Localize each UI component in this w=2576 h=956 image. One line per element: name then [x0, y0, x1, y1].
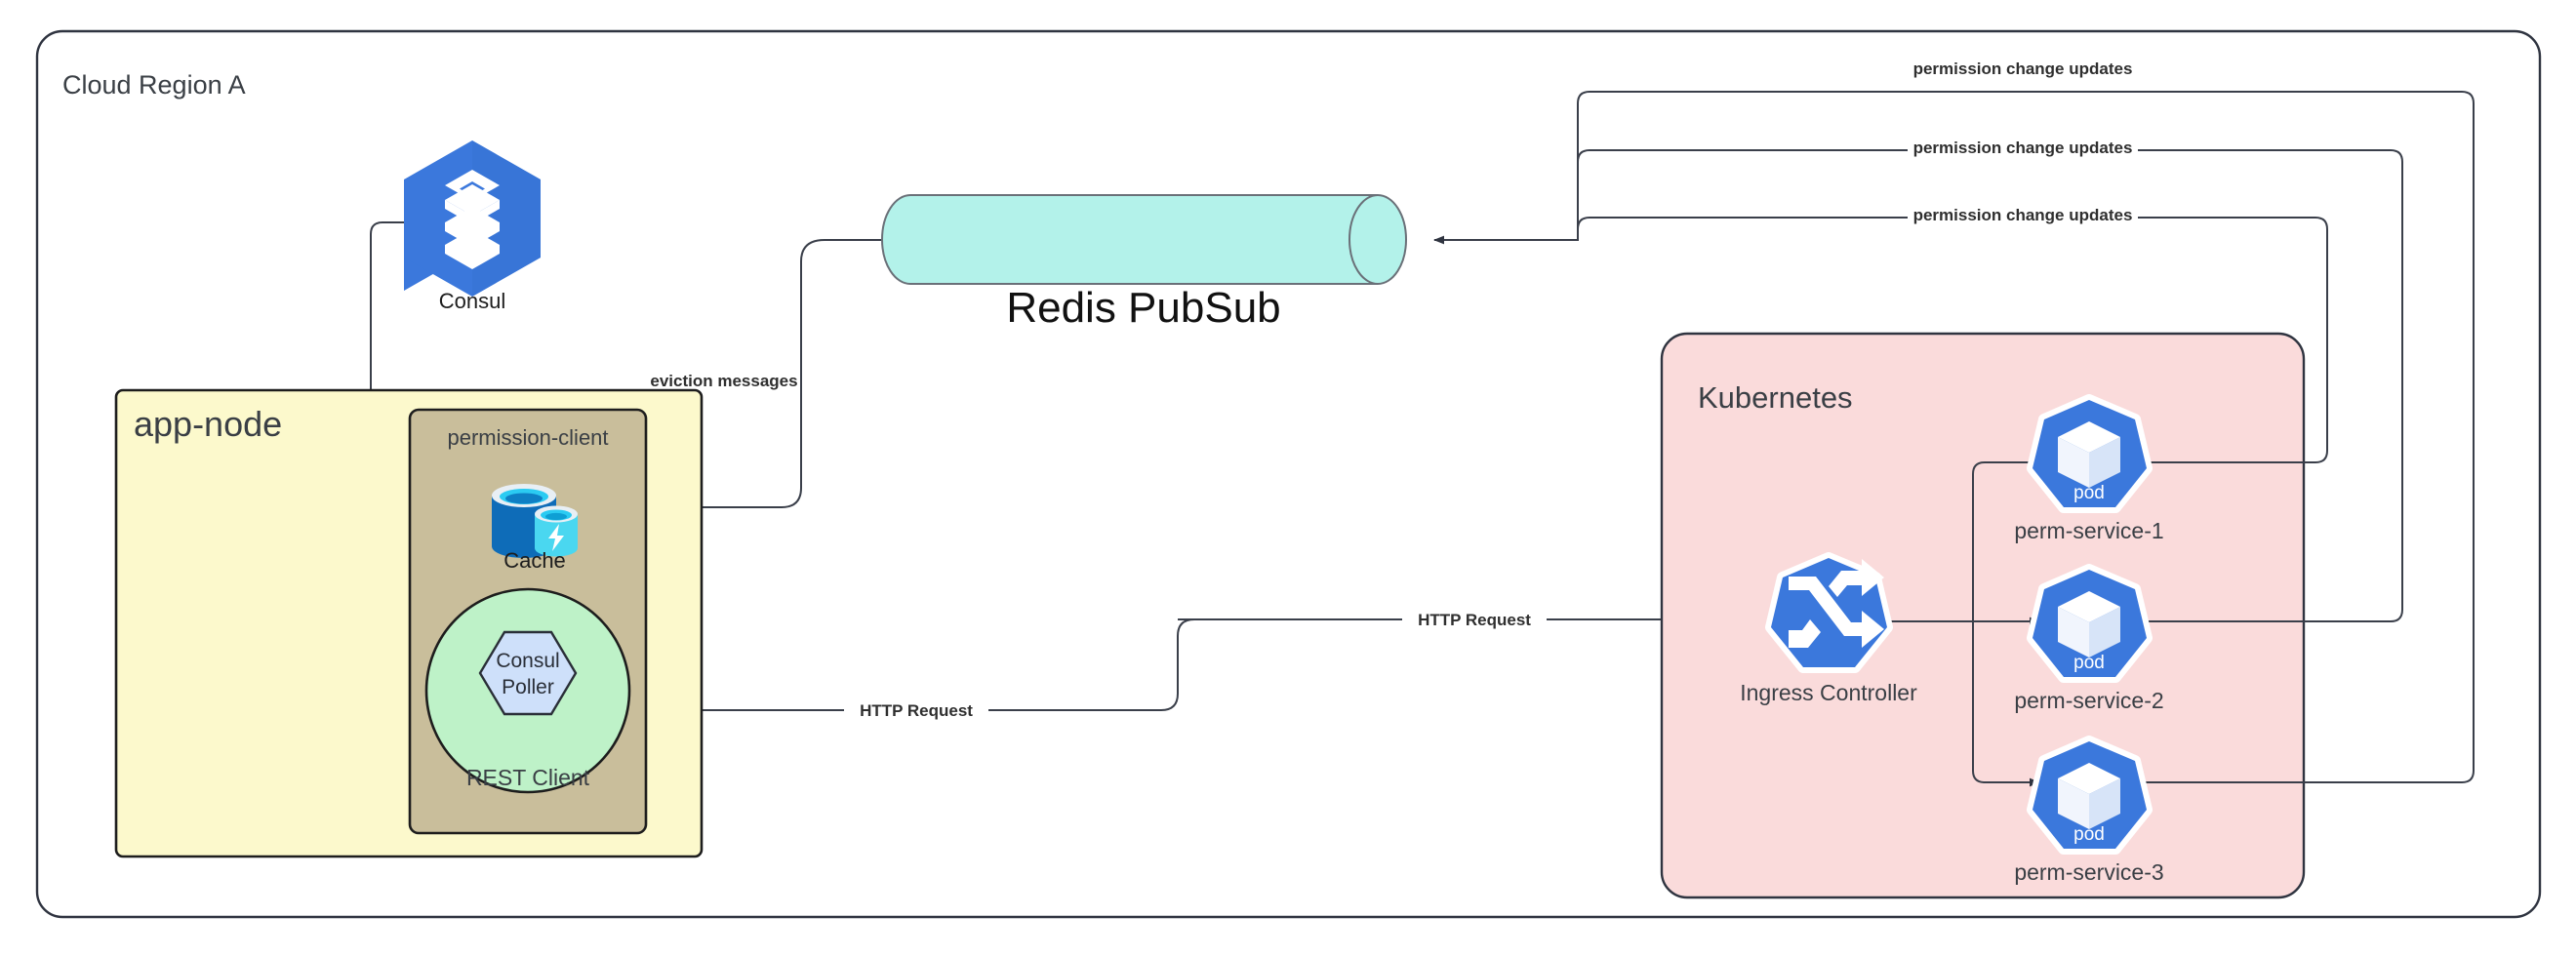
node-pod-perm-service-3[interactable]: pod perm-service-3 — [2014, 736, 2164, 885]
pod-label-perm-service-1: perm-service-1 — [2014, 518, 2163, 543]
kubernetes-pod-icon — [2027, 564, 2153, 683]
node-consul[interactable]: Consul — [404, 140, 541, 313]
node-ingress-controller[interactable]: Ingress Controller — [1740, 552, 1917, 705]
consul-poller-label-line2: Poller — [502, 676, 554, 698]
permission-client-title: permission-client — [447, 425, 608, 450]
edge-pod1-to-redis: permission change updates — [1433, 204, 2328, 463]
consul-hexagon-icon — [404, 140, 541, 297]
edge-redis-to-cache: eviction messages — [575, 239, 882, 512]
node-redis-pubsub[interactable]: Redis PubSub — [881, 194, 1407, 332]
cache-label: Cache — [503, 548, 566, 573]
edge-rest-client-to-ingress-lower: HTTP Request — [656, 618, 1417, 721]
edge-label-permission-change-updates-1: permission change updates — [1913, 60, 2133, 78]
edge-ingress-to-pods — [1881, 458, 2040, 787]
edge-label-http-request-upper: HTTP Request — [1418, 611, 1531, 629]
cloud-region-border — [35, 29, 2542, 919]
pod-badge-3: pod — [2073, 824, 2105, 845]
pod-badge-2: pod — [2073, 653, 2105, 673]
kubernetes-pod-icon — [2027, 394, 2153, 513]
consul-poller-hexagon-icon — [478, 630, 578, 716]
ingress-controller-icon — [1765, 552, 1893, 673]
ingress-controller-label: Ingress Controller — [1740, 680, 1917, 705]
kubernetes-pod-icon — [2027, 736, 2153, 855]
node-pod-perm-service-2[interactable]: pod perm-service-2 — [2014, 564, 2164, 713]
consul-poller-label-line1: Consul — [496, 650, 559, 672]
edge-label-eviction-messages: eviction messages — [650, 372, 797, 390]
region-kubernetes: Kubernetes — [1660, 332, 2306, 899]
edge-http-request-to-ingress: HTTP Request — [1178, 609, 1778, 630]
rest-client-label: REST Client — [466, 765, 590, 790]
redis-pubsub-label: Redis PubSub — [1006, 284, 1280, 332]
kubernetes-border — [1660, 332, 2306, 899]
pod-label-perm-service-3: perm-service-3 — [2014, 859, 2163, 885]
pod-badge-1: pod — [2073, 483, 2105, 503]
edge-label-permission-change-updates-2: permission change updates — [1913, 139, 2133, 157]
region-cloud-region-a: Cloud Region A — [35, 29, 2542, 919]
edge-label-permission-change-updates-3: permission change updates — [1913, 206, 2133, 224]
redis-cylinder-icon — [881, 194, 1407, 285]
pod-label-perm-service-2: perm-service-2 — [2014, 688, 2163, 713]
edge-pod2-to-redis: permission change updates — [1577, 137, 2403, 622]
cloud-region-title: Cloud Region A — [62, 70, 246, 100]
node-pod-perm-service-1[interactable]: pod perm-service-1 — [2014, 394, 2164, 543]
node-cache[interactable]: Cache — [492, 484, 578, 573]
edge-pod3-to-redis: permission change updates — [1577, 58, 2475, 783]
node-consul-poller[interactable]: Consul Poller — [478, 630, 578, 716]
edge-label-http-request-lower: HTTP Request — [860, 701, 973, 720]
app-node-title: app-node — [134, 404, 282, 444]
kubernetes-title: Kubernetes — [1698, 380, 1853, 415]
consul-label: Consul — [439, 289, 505, 313]
cache-database-icon — [492, 484, 578, 558]
